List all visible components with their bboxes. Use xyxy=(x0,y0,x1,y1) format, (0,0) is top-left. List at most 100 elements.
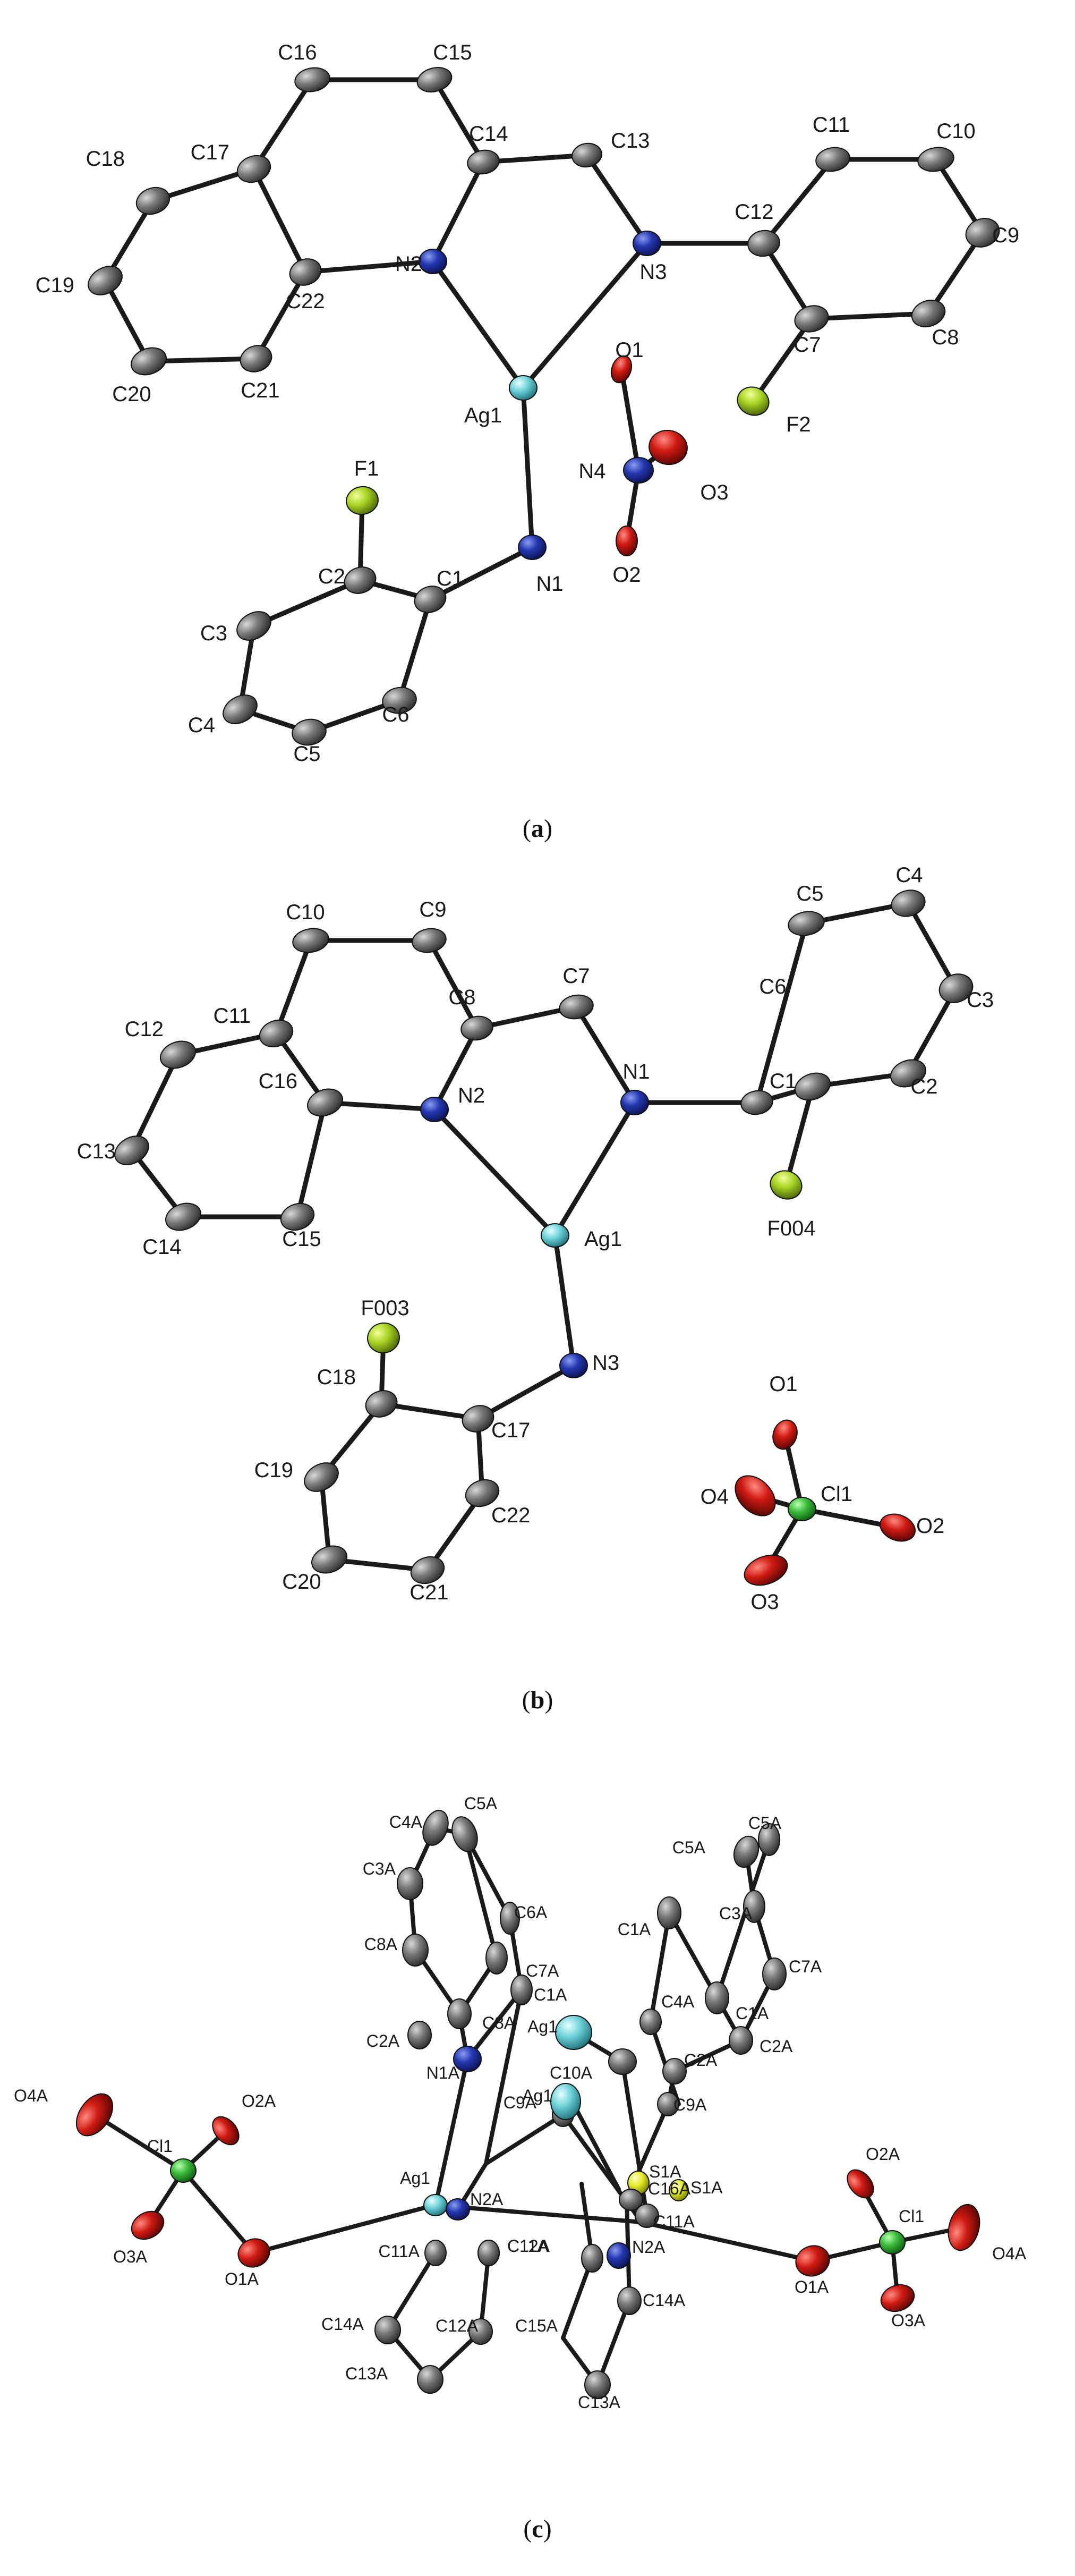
atom-c1a xyxy=(705,1981,729,2014)
atom-ag1 xyxy=(423,2194,448,2216)
atom-label-o1: O1 xyxy=(615,338,643,362)
atom-n3 xyxy=(633,231,661,256)
atom-c6 xyxy=(382,687,417,714)
atom-c2a xyxy=(729,2026,753,2055)
atom-o4 xyxy=(735,1475,776,1516)
atom-label-c9: C9 xyxy=(419,898,446,921)
atom-o3 xyxy=(649,429,688,465)
atom-ag1 xyxy=(555,2015,592,2050)
atom-cl1 xyxy=(170,2158,197,2183)
atom-label-c1: C1 xyxy=(437,567,464,590)
atom-c19 xyxy=(304,1462,339,1492)
atom-label-c14a: C14A xyxy=(321,2315,364,2334)
atom-label-o3a: O3A xyxy=(113,2247,148,2266)
atom-label-ag1: Ag1 xyxy=(527,2017,558,2036)
atom-c6a xyxy=(485,1942,508,1975)
atom-c10a xyxy=(608,2048,637,2075)
atom-label-c11: C11 xyxy=(214,1004,251,1028)
atoms xyxy=(114,889,974,1586)
atom-label-o2a: O2A xyxy=(866,2145,900,2164)
atom-c4a xyxy=(639,2009,662,2035)
atom-c16a xyxy=(619,2189,643,2211)
atom-c11 xyxy=(259,1019,294,1048)
atom-label-c5: C5 xyxy=(796,882,823,905)
atom-label-cl1: Cl1 xyxy=(147,2137,173,2156)
atom-label-c4a: C4A xyxy=(661,1992,695,2011)
atom-c21 xyxy=(410,1556,445,1584)
atom-label-c2a: C2A xyxy=(684,2050,718,2070)
atom-c5 xyxy=(292,718,327,746)
atom-label-c13: C13 xyxy=(611,129,650,152)
atom-o1 xyxy=(610,355,633,384)
atom-label-c19: C19 xyxy=(36,274,74,297)
atom-c4 xyxy=(223,694,258,724)
atom-label-c2: C2 xyxy=(910,1075,937,1098)
atom-label-c16: C16 xyxy=(259,1070,297,1093)
atom-label-c18: C18 xyxy=(86,147,125,171)
atom-label-c5a: C5A xyxy=(464,1794,498,1813)
atom-c2 xyxy=(344,566,377,594)
atom-c18 xyxy=(365,1390,398,1418)
atom-o3 xyxy=(744,1554,788,1586)
atom-label-c15a: C15A xyxy=(515,2316,558,2335)
atom-o1a xyxy=(237,2238,270,2268)
atom-c9 xyxy=(412,928,447,953)
atom-n2 xyxy=(420,1097,449,1122)
atoms xyxy=(88,67,1000,746)
atom-label-o3a: O3A xyxy=(891,2311,926,2330)
atom-label-c21: C21 xyxy=(409,1581,448,1604)
atom-o2a xyxy=(212,2116,240,2146)
atom-c5 xyxy=(788,911,825,936)
atom-label-c6: C6 xyxy=(382,703,409,726)
atom-n2 xyxy=(419,249,447,274)
atom-label-c2a: C2A xyxy=(366,2031,400,2050)
atom-label-n2a: N2A xyxy=(632,2238,666,2257)
atom-label-n2: N2 xyxy=(458,1084,485,1107)
atom-label-c10: C10 xyxy=(286,901,325,924)
atom-label-s1a: S1A xyxy=(690,2178,723,2197)
atom-label-c13: C13 xyxy=(77,1140,116,1163)
atom-label-c5: C5 xyxy=(293,742,320,766)
atom-c20 xyxy=(311,1545,347,1574)
atom-label-n3: N3 xyxy=(592,1351,619,1375)
atom-c4 xyxy=(891,889,926,917)
atom-label-c10a: C10A xyxy=(550,2063,593,2082)
atom-c7a xyxy=(500,1902,520,1935)
atom-label-n1: N1 xyxy=(536,572,563,596)
atom-n2a xyxy=(607,2242,631,2269)
atom-label-c3a: C3A xyxy=(719,1904,753,1923)
atom-label-n2a: N2A xyxy=(470,2190,504,2209)
atom-f004 xyxy=(770,1170,803,1200)
atom-label-f003: F003 xyxy=(361,1297,409,1320)
atom-c3a xyxy=(743,1890,765,1923)
atom-c14a xyxy=(374,2316,401,2344)
atom-label-c2a: C2A xyxy=(760,2037,793,2056)
atom-c8a xyxy=(447,1998,472,2029)
atom-label-c1a: C1A xyxy=(618,1920,651,1939)
atom-f1 xyxy=(346,486,379,515)
atom-label-c11a: C11A xyxy=(507,2236,549,2256)
atom-label-n1a: N1A xyxy=(426,2063,460,2082)
atom-n4 xyxy=(623,457,654,484)
atom-o1 xyxy=(772,1419,798,1450)
atom-f003 xyxy=(367,1322,400,1354)
atom-label-c11a: C11A xyxy=(653,2212,695,2231)
atom-c15a xyxy=(581,2244,603,2273)
atom-label-c7: C7 xyxy=(562,964,590,988)
atom-label-c5a: C5A xyxy=(672,1838,706,1857)
atom-c3 xyxy=(939,973,974,1003)
atom-c22 xyxy=(465,1479,500,1507)
atom-label-cl1: Cl1 xyxy=(821,1482,852,1506)
atom-c1a xyxy=(657,1896,681,1929)
atom-c7 xyxy=(559,994,594,1020)
atom-label-c10: C10 xyxy=(936,120,975,143)
atom-label-c14: C14 xyxy=(469,122,508,146)
atom-ag1 xyxy=(550,2083,581,2120)
atom-label-ag1: Ag1 xyxy=(522,2086,552,2105)
atom-label-c7: C7 xyxy=(794,333,821,357)
atom-n1 xyxy=(620,1090,649,1115)
atom-label-c15: C15 xyxy=(433,41,472,64)
